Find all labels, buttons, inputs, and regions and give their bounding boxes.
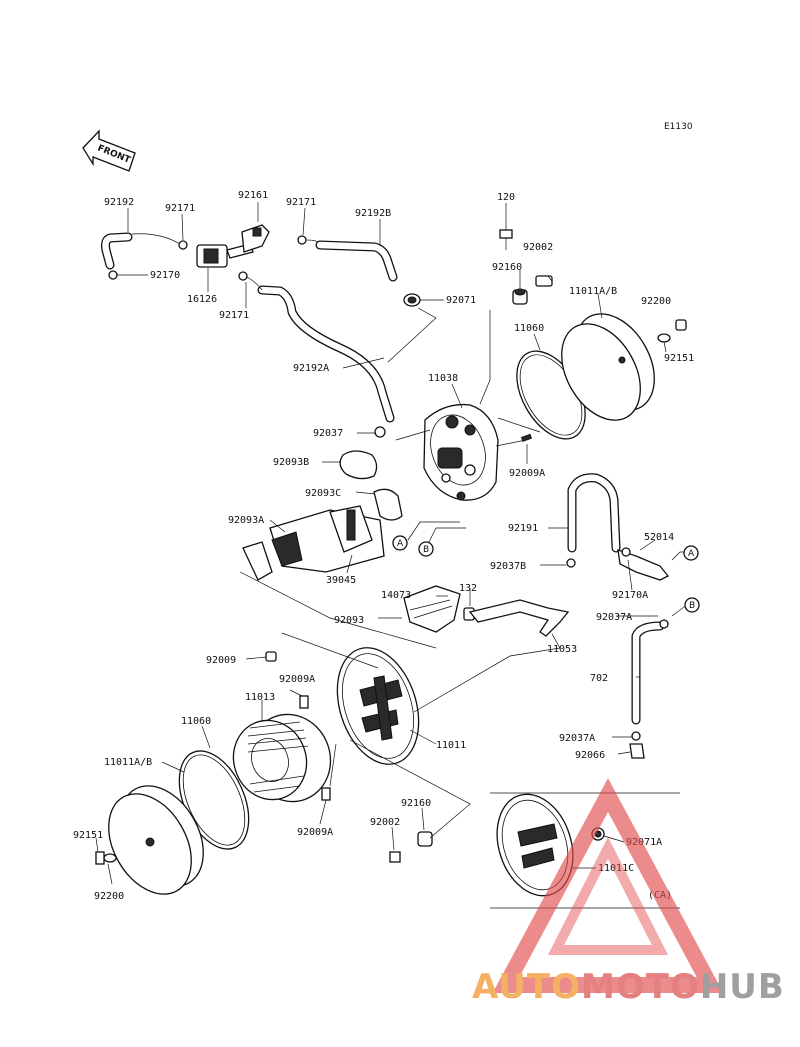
part-label: 52014	[644, 532, 674, 543]
bolt-92009	[265, 651, 277, 662]
part-label: 92071A	[626, 837, 662, 848]
bolt-120	[499, 229, 513, 250]
watermark-auto: AUTO	[472, 967, 581, 1007]
part-label: 11011C	[598, 863, 634, 874]
grommet-92160-lower	[417, 831, 433, 847]
air-duct-39045	[269, 505, 385, 573]
air-cleaner-cover-upper	[561, 313, 687, 421]
air-cleaner-housing-11038	[423, 403, 533, 501]
part-label: 92037A	[596, 612, 632, 623]
drain-tube-702	[629, 619, 669, 759]
part-label: 92151	[73, 830, 103, 841]
svg-text:AUTOMOTOHUB: AUTOMOTOHUB	[472, 967, 785, 1007]
diagram-ref-code: E1130	[664, 122, 693, 132]
part-label: 92093	[334, 615, 364, 626]
watermark-hub: HUB	[700, 967, 785, 1007]
bracket-11053	[468, 599, 570, 637]
part-label: 92002	[370, 817, 400, 828]
filter-element-11013	[232, 713, 332, 803]
part-label: 92093A	[228, 515, 264, 526]
base-plate-11011	[336, 647, 420, 765]
part-label: 11011	[436, 740, 466, 751]
part-label: 92200	[94, 891, 124, 902]
leader-lines	[95, 202, 689, 885]
part-number-labels: 92192 92171 92161 92171 92192B 120 92002…	[73, 190, 694, 902]
part-label: 92171	[219, 310, 249, 321]
part-label: 11060	[181, 716, 211, 727]
part-label: 92192A	[293, 363, 329, 374]
part-label: 92171	[165, 203, 195, 214]
gasket-92093b	[339, 450, 378, 480]
part-label: 11038	[428, 373, 458, 384]
part-label: 11053	[547, 644, 577, 655]
part-label: 92009	[206, 655, 236, 666]
watermark-moto: MOTO	[581, 967, 700, 1007]
part-label: 92093B	[273, 457, 309, 468]
california-model-inset	[490, 792, 680, 909]
connector-markers: A B A B	[392, 535, 700, 613]
connector-a-right	[683, 545, 699, 561]
part-label: 92037	[313, 428, 343, 439]
bolt-92009a-left	[299, 695, 309, 709]
part-label: 132	[459, 583, 477, 594]
part-label: 92160	[401, 798, 431, 809]
part-label: 92066	[575, 750, 605, 761]
part-label: 11011A/B	[104, 757, 152, 768]
part-label: 92192	[104, 197, 134, 208]
part-label: 14073	[381, 590, 411, 601]
part-label: 92170	[150, 270, 180, 281]
part-label: 92093C	[305, 488, 341, 499]
part-label: 120	[497, 192, 515, 203]
part-label: 92071	[446, 295, 476, 306]
part-label: 92037A	[559, 733, 595, 744]
automotohub-watermark: AUTOMOTOHUB	[472, 778, 785, 1007]
part-label: 92160	[492, 262, 522, 273]
connector-a-left	[392, 535, 408, 551]
watermark-logo-icon	[492, 778, 724, 993]
connector-b-right	[684, 597, 700, 613]
part-label: 92171	[286, 197, 316, 208]
part-label: 92009A	[297, 827, 333, 838]
part-label: 11011A/B	[569, 286, 617, 297]
part-label: 11013	[245, 692, 275, 703]
part-label: 92151	[664, 353, 694, 364]
part-label: 11060	[514, 323, 544, 334]
gasket-92093c	[373, 488, 403, 521]
part-label: 92002	[523, 242, 553, 253]
svg-text:A: A	[688, 549, 695, 559]
gasket-92093a	[242, 541, 273, 581]
part-label: 16126	[187, 294, 217, 305]
bracket-92161	[241, 224, 270, 253]
part-label: 92037B	[490, 561, 526, 572]
svg-text:B: B	[689, 601, 695, 611]
connector-b-left	[418, 541, 434, 557]
part-label: 92192B	[355, 208, 391, 219]
bolt-92009a-lower	[321, 787, 331, 801]
part-label: 92161	[238, 190, 268, 201]
part-label: 92009A	[279, 674, 315, 685]
breather-hose-assembly	[101, 224, 421, 438]
bolt-92002-lower	[389, 851, 401, 863]
part-label: 92009A	[509, 468, 545, 479]
front-direction-arrow: FRONT	[82, 129, 136, 172]
drain-hose-92191	[566, 473, 670, 581]
svg-text:B: B	[423, 545, 429, 555]
part-label: 92170A	[612, 590, 648, 601]
part-label: 702	[590, 673, 608, 684]
part-label: 92191	[508, 523, 538, 534]
part-label: 39045	[326, 575, 356, 586]
part-label: 92200	[641, 296, 671, 307]
air-cleaner-cover-lower	[95, 785, 204, 895]
top-grommet-and-bolt	[512, 275, 553, 305]
svg-text:A: A	[397, 539, 404, 549]
